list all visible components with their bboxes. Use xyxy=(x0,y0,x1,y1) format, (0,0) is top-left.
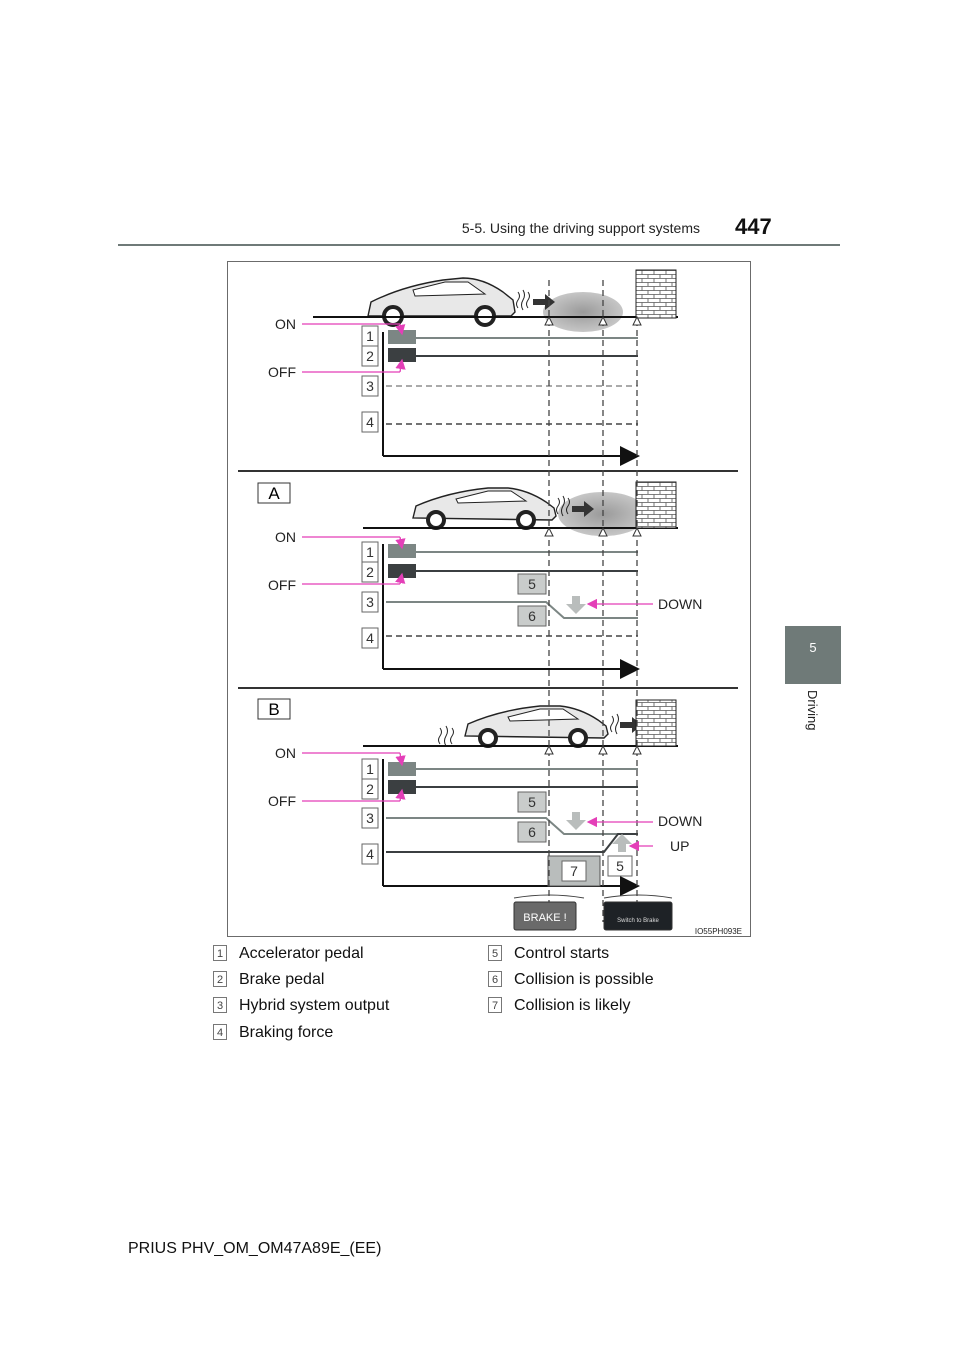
legend-number: 7 xyxy=(488,997,502,1013)
figure-id: IO55PH093E xyxy=(695,927,742,936)
marker-7: 7 xyxy=(561,860,587,882)
panel-a-label: A xyxy=(268,484,280,503)
brick-wall xyxy=(635,269,677,319)
marker-5: 5 xyxy=(607,855,633,877)
svg-text:2: 2 xyxy=(366,781,374,797)
on-label: ON xyxy=(275,316,296,332)
brake-warning-display: BRAKE ! xyxy=(513,894,585,931)
legend-number: 4 xyxy=(213,1024,227,1040)
marker-3: 3 xyxy=(361,591,379,613)
on-label: ON xyxy=(275,745,296,761)
radar-cloud xyxy=(543,292,623,332)
header-divider xyxy=(118,244,840,246)
marker-4: 4 xyxy=(361,843,379,865)
svg-text:1: 1 xyxy=(366,328,374,344)
svg-text:2: 2 xyxy=(366,348,374,364)
svg-text:5: 5 xyxy=(616,858,624,874)
svg-text:5: 5 xyxy=(528,576,536,592)
legend-item: 4 Braking force xyxy=(213,1024,333,1042)
legend-number: 2 xyxy=(213,971,227,987)
marker-5: 5 xyxy=(517,573,547,595)
switch-to-brake-display: Switch to Brake xyxy=(603,894,673,931)
brake-warning-text: BRAKE ! xyxy=(523,912,566,924)
page-number: 447 xyxy=(735,214,772,239)
chapter-tab xyxy=(785,626,841,684)
legend-label: Collision is likely xyxy=(514,997,631,1014)
panel-b-box xyxy=(257,698,291,720)
switch-to-brake-text: Switch to Brake xyxy=(617,918,659,924)
car-illustration xyxy=(367,277,623,332)
svg-text:6: 6 xyxy=(528,608,536,624)
marker-2: 2 xyxy=(361,561,379,583)
marker-4: 4 xyxy=(361,411,379,433)
legend-label: Collision is possible xyxy=(514,971,654,988)
legend-item: 3 Hybrid system output xyxy=(213,997,389,1015)
car-illustration xyxy=(438,705,642,748)
svg-text:6: 6 xyxy=(528,824,536,840)
svg-text:3: 3 xyxy=(366,594,374,610)
marker-6: 6 xyxy=(517,605,547,627)
legend-item: 6 Collision is possible xyxy=(488,971,654,989)
marker-1: 1 xyxy=(361,758,379,780)
legend-item: 5 Control starts xyxy=(488,945,609,963)
svg-text:7: 7 xyxy=(570,863,578,879)
marker-6: 6 xyxy=(517,821,547,843)
off-label: OFF xyxy=(268,577,296,593)
down-label: DOWN xyxy=(658,596,702,612)
legend-number: 3 xyxy=(213,997,227,1013)
car-illustration xyxy=(412,487,648,536)
legend-label: Accelerator pedal xyxy=(239,945,364,962)
panel-a-box xyxy=(257,482,291,504)
legend-number: 5 xyxy=(488,945,502,961)
legend-number: 1 xyxy=(213,945,227,961)
legend-item: 2 Brake pedal xyxy=(213,971,324,989)
svg-text:5: 5 xyxy=(528,794,536,810)
svg-text:3: 3 xyxy=(366,378,374,394)
svg-text:1: 1 xyxy=(366,544,374,560)
chapter-title: Driving xyxy=(800,690,820,750)
legend-label: Braking force xyxy=(239,1024,334,1041)
legend-label: Brake pedal xyxy=(239,971,325,988)
legend-number: 6 xyxy=(488,971,502,987)
legend-item: 7 Collision is likely xyxy=(488,997,630,1015)
svg-text:3: 3 xyxy=(366,810,374,826)
svg-text:4: 4 xyxy=(366,414,374,430)
marker-3: 3 xyxy=(361,375,379,397)
legend-label: Control starts xyxy=(514,945,610,962)
marker-2: 2 xyxy=(361,778,379,800)
document-code: PRIUS PHV_OM_OM47A89E_(EE) xyxy=(128,1240,382,1257)
marker-5: 5 xyxy=(517,791,547,813)
chapter-title-text: Driving xyxy=(805,690,820,731)
legend-item: 1 Accelerator pedal xyxy=(213,945,364,963)
legend-label: Hybrid system output xyxy=(239,997,390,1014)
marker-1: 1 xyxy=(361,541,379,563)
svg-text:4: 4 xyxy=(366,846,374,862)
down-label: DOWN xyxy=(658,813,702,829)
marker-4: 4 xyxy=(361,627,379,649)
on-label: ON xyxy=(275,529,296,545)
section-title: 5-5. Using the driving support systems xyxy=(461,220,700,236)
marker-2: 2 xyxy=(361,345,379,367)
off-label: OFF xyxy=(268,793,296,809)
panel-b-label: B xyxy=(268,700,279,719)
svg-text:2: 2 xyxy=(366,564,374,580)
marker-1: 1 xyxy=(361,325,379,347)
svg-text:4: 4 xyxy=(366,630,374,646)
up-label: UP xyxy=(670,838,689,854)
svg-text:1: 1 xyxy=(366,761,374,777)
chapter-number: 5 xyxy=(809,640,817,655)
off-label: OFF xyxy=(268,364,296,380)
marker-3: 3 xyxy=(361,807,379,829)
control-timing-diagram: A B xyxy=(227,261,751,937)
